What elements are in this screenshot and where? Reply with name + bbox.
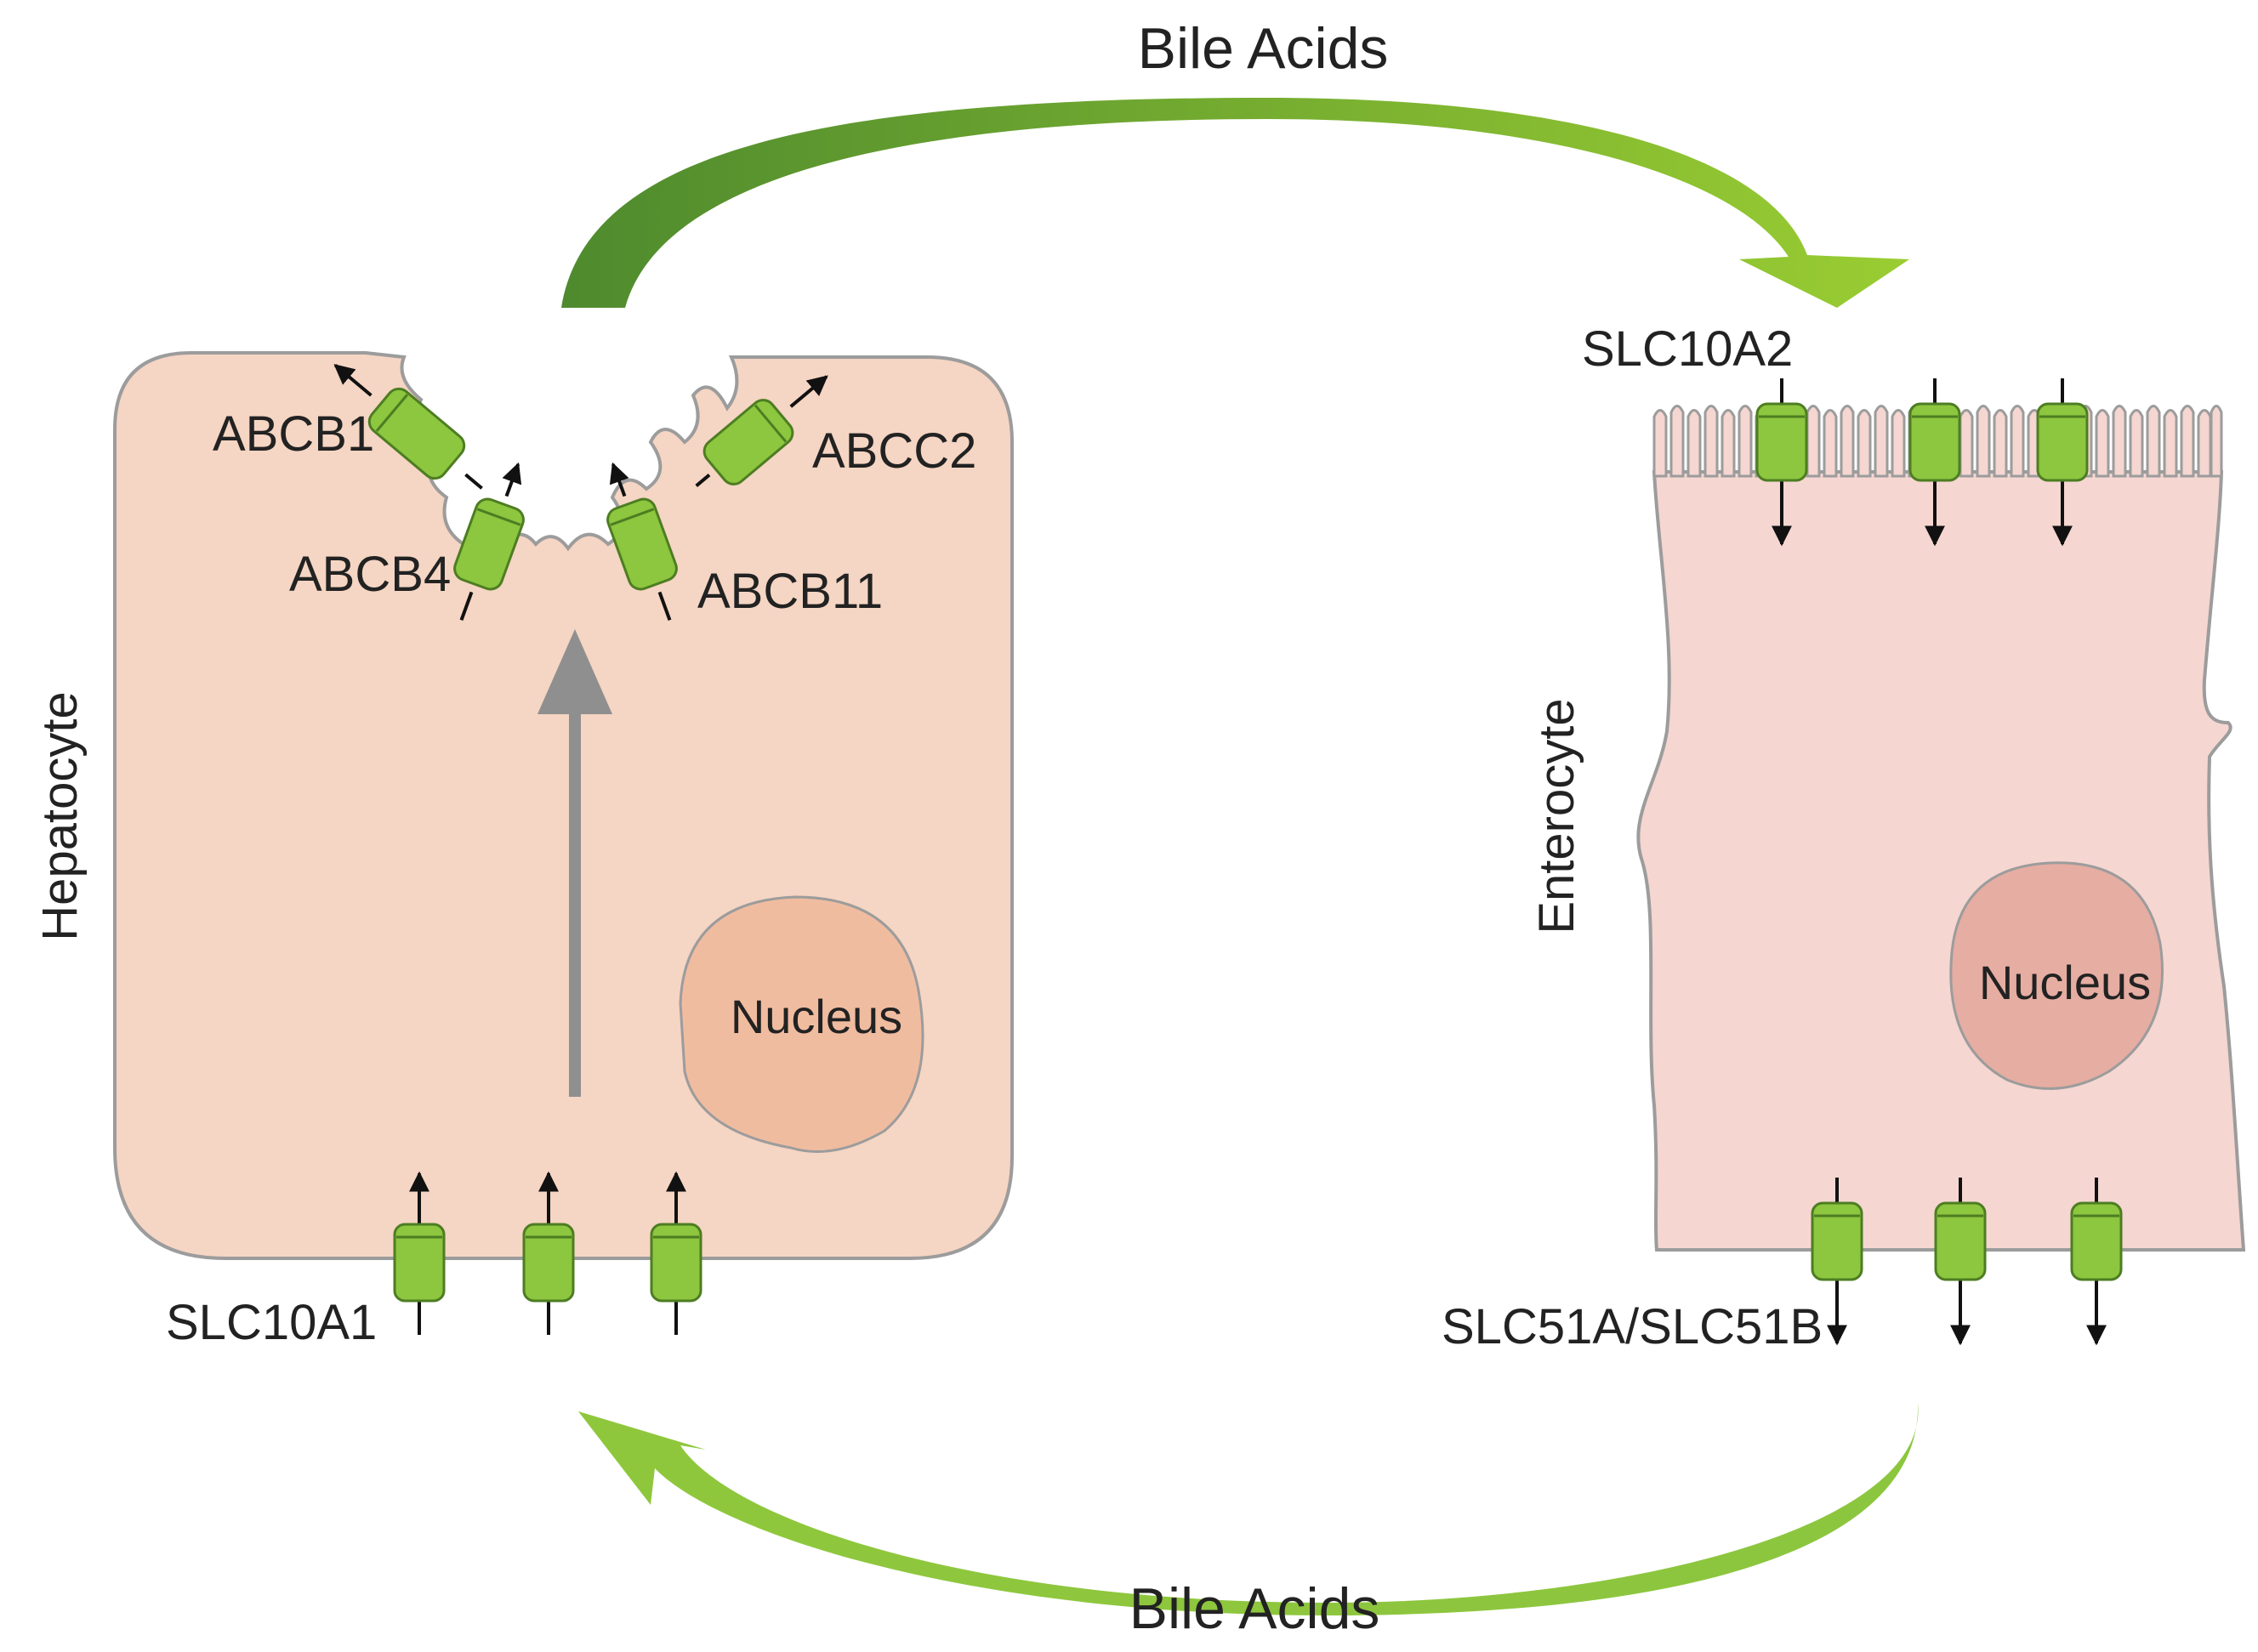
- bile-acids-arrow-to-hepatocyte: [578, 1403, 1919, 1615]
- abcb11-label: ABCB11: [697, 564, 883, 619]
- enterocyte-nucleus-label: Nucleus: [1979, 956, 2151, 1009]
- enterocyte-cell: [1636, 470, 2246, 1252]
- abcb11-transporter: [606, 462, 678, 621]
- enterocyte-nucleus: [1949, 861, 2164, 1090]
- slc51-label: SLC51A/SLC51B: [1442, 1299, 1823, 1354]
- slc10a1-label: SLC10A1: [166, 1295, 377, 1350]
- enterocyte-label: Enterocyte: [1529, 698, 1584, 934]
- abcb4-label: ABCB4: [289, 547, 451, 602]
- slc51-transporter-2: [1934, 1178, 1987, 1346]
- intracellular-transport-arrow: [537, 629, 612, 1097]
- bile-acids-arrow-to-enterocyte: [561, 98, 1909, 308]
- bile-acids-top-label: Bile Acids: [1138, 16, 1389, 81]
- hepatocyte-nucleus: [679, 895, 924, 1153]
- abcb1-label: ABCB1: [213, 406, 374, 462]
- abcc2-label: ABCC2: [812, 423, 976, 479]
- slc10a1-transporter-1: [393, 1171, 446, 1335]
- abcb4-transporter: [453, 462, 525, 621]
- slc10a2-label: SLC10A2: [1582, 321, 1793, 377]
- slc51-transporter-1: [1811, 1178, 1863, 1346]
- bile-acids-bottom-label: Bile Acids: [1129, 1576, 1380, 1641]
- abcc2-transporter: [695, 375, 828, 487]
- slc10a2-transporter-1: [1755, 378, 1808, 547]
- slc51-transporter-3: [2070, 1178, 2123, 1346]
- slc10a2-transporter-3: [2036, 378, 2089, 547]
- slc10a2-transporter-2: [1908, 378, 1961, 547]
- hepatocyte-label: Hepatocyte: [32, 691, 88, 940]
- hepatocyte-nucleus-label: Nucleus: [731, 990, 902, 1043]
- slc10a1-transporter-2: [522, 1171, 575, 1335]
- abcb1-transporter: [333, 364, 483, 490]
- slc10a1-transporter-3: [650, 1171, 702, 1335]
